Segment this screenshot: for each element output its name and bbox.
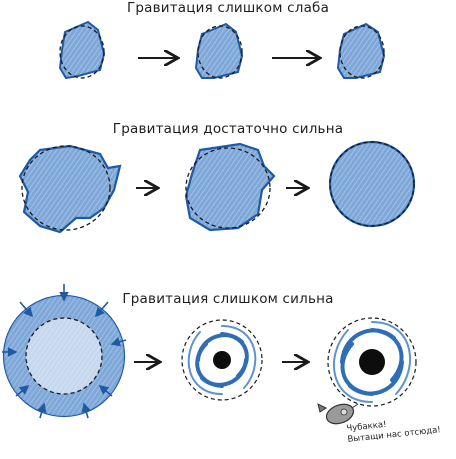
blob-enough-2: [184, 142, 276, 232]
blob-strong-1: [2, 284, 127, 419]
black-hole-small: [181, 319, 263, 401]
caption-weak: Гравитация слишком слаба: [126, 0, 330, 16]
blob-weak-2: [194, 22, 244, 79]
blob-weak-1: [58, 20, 106, 80]
blob-enough-3: [328, 140, 416, 228]
black-hole-large: [327, 317, 417, 407]
blob-enough-1: [18, 144, 122, 234]
caption-enough: Гравитация достаточно сильна: [112, 121, 344, 137]
spaceship-icon: [317, 403, 359, 425]
blob-weak-3: [336, 22, 386, 79]
caption-strong: Гравитация слишком сильна: [122, 291, 334, 307]
